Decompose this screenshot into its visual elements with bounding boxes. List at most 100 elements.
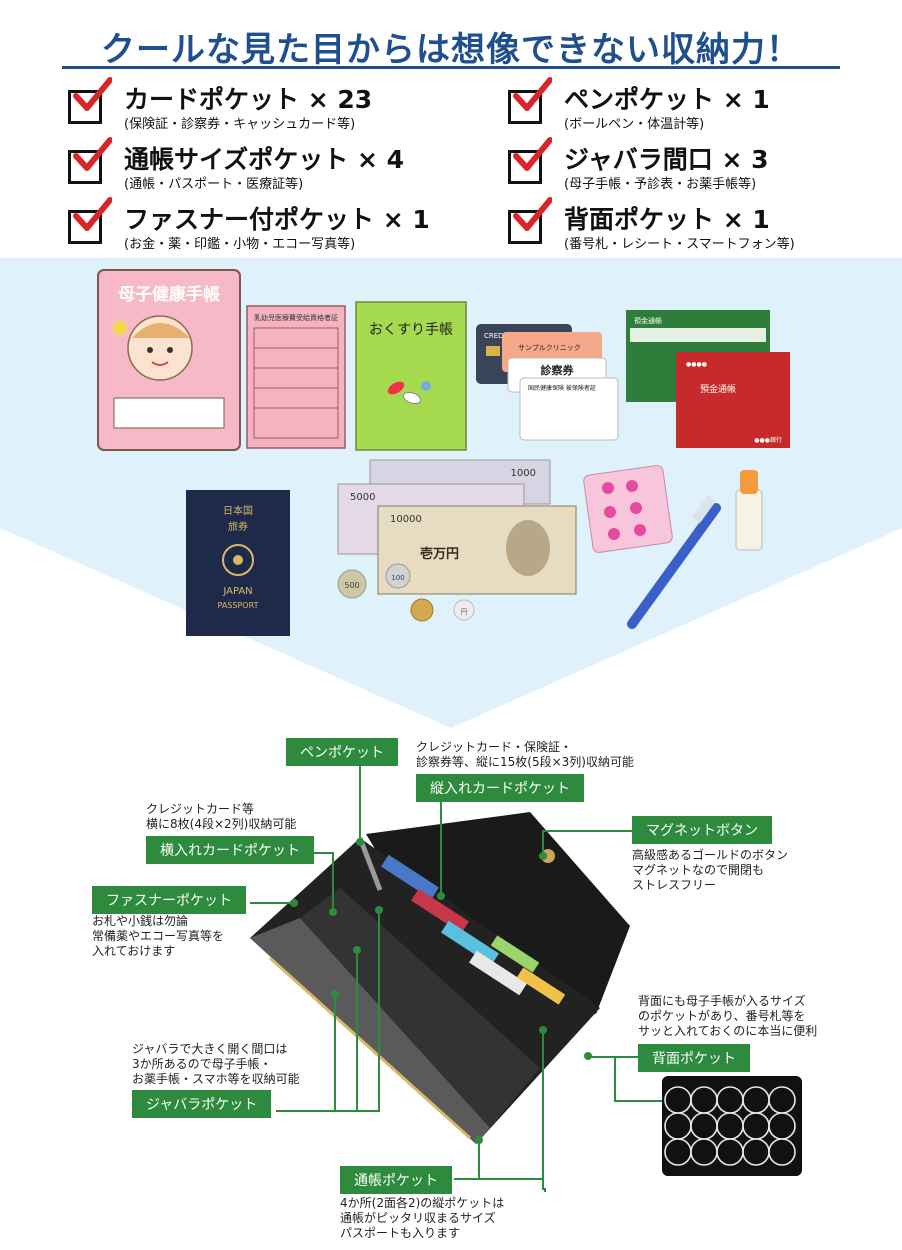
medical-certificate-illustration: 乳幼児医療費受給資格者証 [246,305,346,449]
feature-title: 背面ポケット × 1 [564,205,770,234]
connector-line [588,1056,638,1058]
headline-underline [62,66,840,69]
feature-title: 通帳サイズポケット × 4 [124,145,405,174]
connector-dot [539,852,547,860]
feature-card-pockets: カードポケット × 23 (保険証・診察券・キャッシュカード等) [68,77,468,136]
zipper-pocket-layer [250,918,490,1144]
horizontal-card-note: クレジットカード等 横に8枚(4段×2列)収納可能 [146,802,297,831]
red-check-icon [513,77,552,111]
contents-illustration: 母子健康手帳 乳幼児医療費受給資格者証 おくすり手帳 CREDIT CARD サ… [0,258,902,728]
coin-500-label: 500 [344,581,359,590]
yen-small-label: 円 [461,608,468,616]
banknotes-illustration: 1000 5000 10000 壱万円 500 100 円 [337,459,577,622]
boshi-techo-illustration: 母子健康手帳 [97,269,241,451]
chrysanthemum-emblem-icon [222,544,254,576]
wallet-photo [250,812,630,1144]
wallet-flap [366,812,630,1014]
red-check-icon [73,197,112,231]
card-slots [381,854,566,1005]
pen-pocket-callout: ペンポケット [286,738,398,766]
red-check-icon [73,137,112,171]
card-stack-illustration: CREDIT CARD サンプルクリニック 診察券 国民健康保険 被保険者証 [476,324,619,441]
connector-line [544,1188,546,1192]
feature-pen-pocket: ペンポケット × 1 (ボールペン・体温計等) [508,77,902,136]
headline: クールな見た目からは想像できない収納力！ [101,30,801,70]
okusuri-techo-illustration: おくすり手帳 [355,301,467,451]
shinsatsuken-label: 診察券 [541,363,575,377]
connector-dot [437,892,445,900]
lip-cream-illustration [735,470,763,551]
connector-line [334,994,336,1112]
connector-line [276,1110,380,1112]
bank-name-label: ●●●銀行 [754,436,782,444]
medical-cert-label: 乳幼児医療費受給資格者証 [254,313,338,322]
passport-jp-line-1: 日本国 [223,504,253,517]
bankbook-pocket-note: 4か所(2面各2)の縦ポケットは 通帳がピッタリ収まるサイズ パスポートも入りま… [340,1196,505,1240]
bill-1000-label: 1000 [511,468,536,479]
coin-100-label: 100 [391,574,404,582]
connector-dot [539,1026,547,1034]
connector-line [542,1030,544,1190]
bill-10000-label: 10000 [390,514,422,525]
insurance-card-label: 国民健康保険 被保険者証 [528,384,596,392]
connector-line [614,1100,662,1102]
back-pocket-callout: 背面ポケット [638,1044,750,1072]
connector-line [440,800,442,896]
feature-subtitle: (番号札・レシート・スマートフォン等) [564,237,795,252]
horizontal-card-pocket-callout: 横入れカードポケット [146,836,314,864]
red-check-icon [513,197,552,231]
bankbook-2-label: 預金通帳 [700,383,736,395]
magnet-button-callout: マグネットボタン [632,816,772,844]
bankbook-pocket-callout: 通帳ポケット [340,1166,452,1194]
connector-line [542,830,544,854]
connector-dot [353,946,361,954]
feature-subtitle: (保険証・診察券・キャッシュカード等) [124,117,356,132]
vertical-card-pocket-callout: 縦入れカードポケット [416,774,584,802]
back-pocket-note: 背面にも母子手帳が入るサイズ のポケットがあり、番号札等を サッと入れておくのに… [638,994,818,1038]
okusuri-techo-label: おくすり手帳 [369,322,453,338]
bankbook-1-label: 預金通帳 [634,316,662,325]
medicine-pills-illustration [583,465,673,553]
zipper-pocket-note: お札や小銭は勿論 常備薬やエコー写真等を 入れておけます [92,914,225,958]
vertical-card-note: クレジットカード・保険証・ 診察券等、縦に15枚(5段×3列)収納可能 [416,740,634,769]
passport-jp-line-2: 旅券 [228,520,248,533]
connector-line [454,1178,544,1180]
passport-illustration: 日本国 旅券 JAPAN PASSPORT [186,490,290,636]
connector-line [332,852,334,912]
feature-subtitle: (母子手帳・予診表・お薬手帳等) [564,177,757,192]
red-check-icon [513,137,552,171]
feature-title: ペンポケット × 1 [564,85,770,114]
passport-en-line-2: PASSPORT [218,601,259,610]
feature-back-pocket: 背面ポケット × 1 (番号札・レシート・スマートフォン等) [508,197,902,256]
clinic-card-label: サンプルクリニック [518,344,581,352]
magnet-button-note: 高級感あるゴールドのボタン マグネットなので開閉も ストレスフリー [632,848,789,892]
bankbook-illustration: 預金通帳 ●●●● 預金通帳 ●●●銀行 [626,310,790,448]
feature-subtitle: (ボールペン・体温計等) [564,117,705,132]
zipper-pocket-callout: ファスナーポケット [92,886,246,914]
boshi-techo-label: 母子健康手帳 [118,284,220,305]
connector-line [250,902,292,904]
connector-line [478,1140,480,1180]
pencil-in-wallet [268,956,472,1140]
connector-dot [290,899,298,907]
connector-dot [475,1136,483,1144]
passport-en-line-1: JAPAN [222,586,252,597]
connector-line [306,852,334,854]
bill-5000-label: 5000 [350,492,375,503]
connector-line [614,1058,616,1102]
feature-jabara-opening: ジャバラ間口 × 3 (母子手帳・予診表・お薬手帳等) [508,137,902,196]
connector-line [378,910,380,1112]
bankbook-stars: ●●●● [686,361,707,368]
connector-dot [329,908,337,916]
connector-dot [584,1052,592,1060]
connector-line [356,950,358,1112]
pen-in-wallet [357,837,383,891]
connector-line [359,764,361,842]
connector-dot [375,906,383,914]
connector-dot [356,838,364,846]
feature-title: ファスナー付ポケット × 1 [124,205,430,234]
feature-title: カードポケット × 23 [124,85,373,114]
connector-dot [331,990,339,998]
feature-subtitle: (お金・薬・印鑑・小物・エコー写真等) [124,237,356,252]
ballpoint-pen-illustration [627,495,721,629]
